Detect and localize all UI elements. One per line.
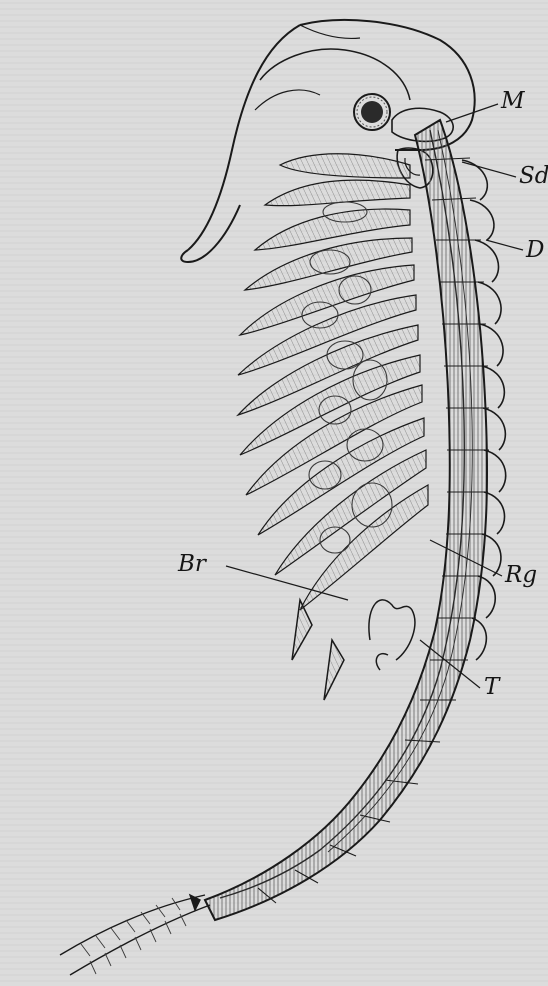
- label-sd: Sd: [519, 165, 548, 188]
- label-d: D: [526, 239, 544, 262]
- label-t: T: [484, 676, 499, 699]
- label-rg: Rg: [505, 564, 537, 587]
- label-br: Br: [178, 553, 206, 576]
- label-m: M: [501, 90, 525, 113]
- eye: [354, 94, 390, 130]
